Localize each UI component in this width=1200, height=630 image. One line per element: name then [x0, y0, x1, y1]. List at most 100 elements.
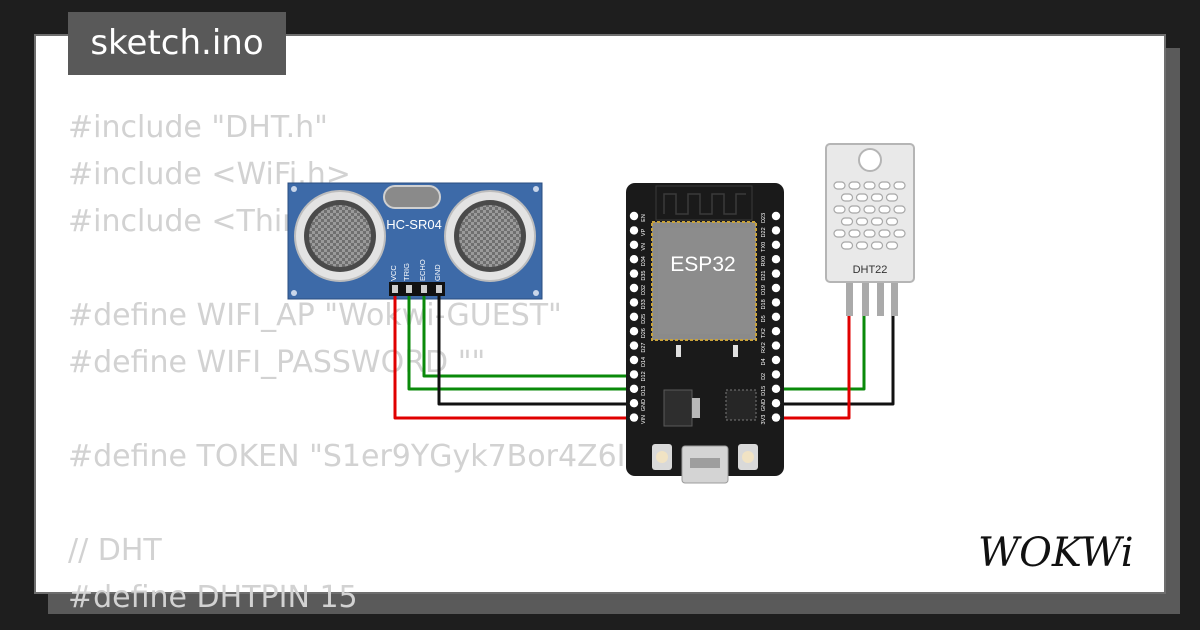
wire-echo[interactable]	[422, 296, 632, 378]
esp32-right-pin-d5[interactable]	[771, 312, 781, 321]
transducer-right	[444, 190, 536, 282]
preview-card: #include "DHT.h"#include <WiFi.h>#includ…	[34, 34, 1166, 615]
wire-dht-gnd[interactable]	[778, 314, 895, 406]
esp32-left-pin-label: D34	[641, 256, 647, 266]
dht22-grill	[833, 181, 906, 250]
wires	[393, 296, 895, 420]
esp32-left-pin-label: D35	[641, 271, 647, 281]
esp32-right-pin-d15[interactable]	[771, 384, 781, 393]
grill-slot	[885, 217, 899, 226]
wire-gnd[interactable]	[437, 296, 632, 406]
esp32-left-pin-label: D27	[641, 343, 647, 353]
esp32-left-pin-vp[interactable]	[629, 226, 639, 235]
esp32-left-pin-label: D33	[641, 299, 647, 309]
wokwi-logo-text: WOKWi	[978, 530, 1134, 576]
esp32-right-pin-label: D19	[761, 285, 767, 295]
esp32-right-pin-rx2[interactable]	[771, 341, 781, 350]
esp32-left-pin-label: VP	[641, 228, 647, 236]
esp32-right-pin-d22[interactable]	[771, 226, 781, 235]
esp32-right-pin-label: D21	[761, 271, 767, 281]
esp32-left-pin-d26[interactable]	[629, 327, 639, 336]
pin-label-echo: ECHO	[418, 259, 427, 281]
pin-header	[389, 282, 445, 296]
grill-slot	[885, 241, 899, 250]
esp32-right-pin-tx2[interactable]	[771, 327, 781, 336]
esp32-left-pin-gnd[interactable]	[629, 399, 639, 408]
wire-dht-vcc[interactable]	[778, 314, 851, 420]
esp32-left-pin-vn[interactable]	[629, 240, 639, 249]
esp32-left-pin-d13[interactable]	[629, 384, 639, 393]
esp32-left-pin-d25[interactable]	[629, 312, 639, 321]
code-line: #define WIFI_PASSWORD ""	[68, 345, 486, 380]
esp32-left-pin-en[interactable]	[629, 211, 639, 221]
grill-slot	[848, 205, 861, 214]
esp32-label: ESP32	[670, 253, 735, 276]
wire-trig[interactable]	[407, 296, 632, 391]
ultrasonic-label: HC-SR04	[386, 217, 442, 232]
esp32-right-pin-label: D2	[761, 373, 767, 380]
esp32-right-pin-d21[interactable]	[771, 269, 781, 278]
grill-slot	[870, 193, 884, 202]
grill-slot	[840, 241, 854, 250]
grill-slot	[855, 241, 869, 250]
esp32-left-pin-d33[interactable]	[629, 298, 639, 307]
wire-vcc[interactable]	[393, 296, 632, 420]
esp32-left-pin-label: GND	[641, 399, 647, 411]
esp32-left-pin-vin[interactable]	[629, 413, 639, 422]
esp32-right-pin-d4[interactable]	[771, 355, 781, 365]
code-line: #define TOKEN "S1er9YGyk7Bor4Z6Ic"	[68, 439, 656, 474]
esp32-left-pin-label: D26	[641, 328, 647, 338]
esp32-left-pin-label: EN	[641, 214, 647, 222]
crystal	[383, 185, 441, 209]
esp32-right-pin-label: GND	[761, 399, 767, 411]
wire-dht-data[interactable]	[778, 314, 866, 391]
esp32-left-pin-label: D12	[641, 371, 647, 381]
esp32-right-pin-tx0[interactable]	[771, 240, 781, 249]
dht22-sensor[interactable]: DHT22	[825, 143, 915, 316]
esp32-left-pin-d27[interactable]	[629, 341, 639, 350]
esp32-right-pin-label: D5	[761, 315, 767, 322]
grill-slot	[863, 229, 876, 238]
esp32-right-pin-gnd[interactable]	[771, 399, 781, 408]
esp32-board[interactable]: ESP32 ENVPVND34D35D32D33D25D26D27D14D12D…	[626, 183, 784, 484]
code-line: #include "DHT.h"	[68, 110, 328, 145]
grill-slot	[878, 205, 891, 214]
esp32-right-pin-d18[interactable]	[771, 298, 781, 307]
code-line: // DHT	[68, 533, 162, 568]
esp32-right-pin-d19[interactable]	[771, 283, 781, 293]
esp32-right-pin-rx0[interactable]	[771, 255, 781, 264]
esp32-left-pin-d14[interactable]	[629, 355, 639, 365]
esp32-left-pin-d34[interactable]	[629, 255, 639, 264]
esp32-left-pin-d35[interactable]	[629, 269, 639, 278]
grill-slot	[870, 241, 884, 250]
code-line: #include <WiFi.h>	[68, 157, 351, 192]
esp32-left-pin-label: D32	[641, 285, 647, 295]
esp32-right-pin-label: RX2	[761, 342, 767, 353]
grill-slot	[893, 205, 906, 214]
grill-slot	[878, 229, 891, 238]
grill-slot	[833, 229, 846, 238]
ultrasonic-sensor[interactable]: HC-SR04 VCC TRIG ECHO GND	[287, 182, 543, 300]
esp32-right-pin-d23[interactable]	[771, 211, 781, 221]
grill-slot	[855, 193, 869, 202]
grill-slot	[878, 181, 891, 190]
code-line: #define WIFI_AP "Wokwi-GUEST"	[68, 298, 562, 333]
esp32-left-pin-d32[interactable]	[629, 283, 639, 293]
esp32-right-pin-label: 3V3	[761, 415, 767, 425]
filename-tab[interactable]: sketch.ino	[68, 12, 286, 75]
dht22-label: DHT22	[853, 264, 888, 276]
esp32-left-pin-d12[interactable]	[629, 370, 639, 379]
grill-slot	[885, 193, 899, 202]
esp32-right-pin-3v3[interactable]	[771, 413, 781, 422]
esp32-right-pin-d2[interactable]	[771, 370, 781, 379]
esp32-right-pin-label: D22	[761, 227, 767, 237]
esp32-left-pin-label: VN	[641, 243, 647, 251]
esp32-right-pin-label: RX0	[761, 256, 767, 267]
esp32-right-pin-label: TX2	[761, 328, 767, 338]
grill-slot	[893, 229, 906, 238]
grill-slot	[893, 181, 906, 190]
grill-slot	[863, 205, 876, 214]
mount-hole	[858, 148, 882, 172]
wokwi-logo: WOKWi	[978, 530, 1134, 576]
